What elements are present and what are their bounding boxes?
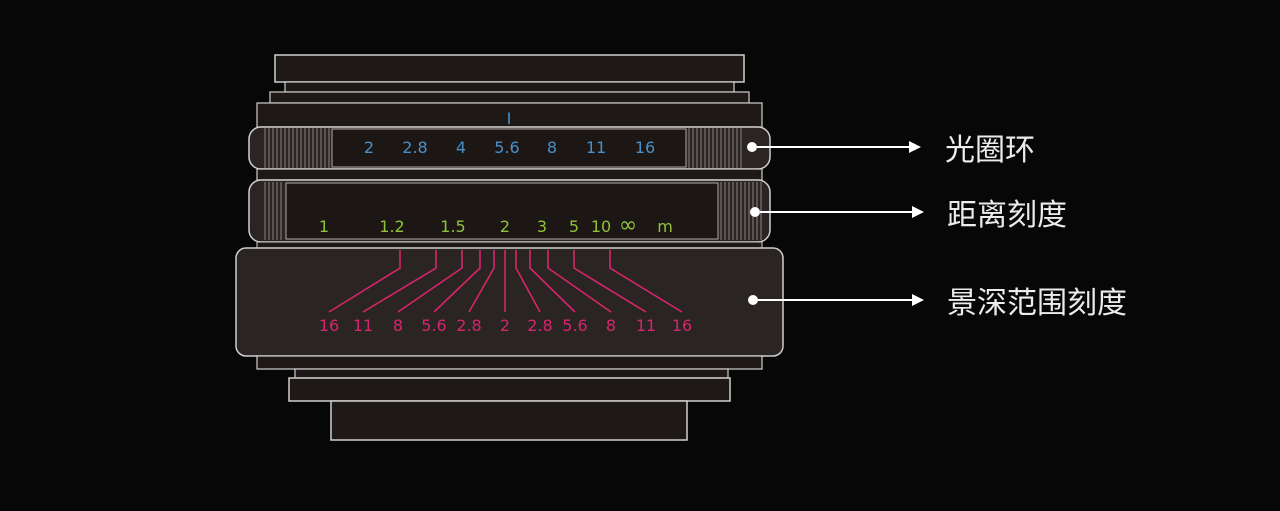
dof-connector-line bbox=[362, 250, 437, 313]
callout-aperture: 光圈环 bbox=[747, 133, 1035, 168]
dof-panel bbox=[235, 247, 784, 357]
dof-scale: 16 11 8 5.6 2.8 2 2.8 5.6 8 11 16 bbox=[319, 316, 692, 335]
dof-value: 16 bbox=[672, 316, 692, 335]
dof-value: 2.8 bbox=[527, 316, 552, 335]
dof-connector-line bbox=[547, 250, 612, 313]
dof-connector-line bbox=[328, 250, 401, 313]
dof-value: 2.8 bbox=[456, 316, 481, 335]
distance-value: 10 bbox=[591, 217, 611, 236]
distance-value: ∞ bbox=[619, 213, 637, 238]
dof-value: 8 bbox=[393, 316, 403, 335]
aperture-ring bbox=[248, 126, 771, 170]
arrow-head-icon bbox=[912, 206, 924, 218]
aperture-value: 8 bbox=[547, 138, 557, 157]
dof-connector-line bbox=[529, 250, 576, 313]
distance-value: 1.5 bbox=[440, 217, 465, 236]
aperture-value: 11 bbox=[586, 138, 606, 157]
dof-value: 11 bbox=[636, 316, 656, 335]
arrow-head-icon bbox=[909, 141, 921, 153]
dof-value: 8 bbox=[606, 316, 616, 335]
distance-value: 1 bbox=[319, 217, 329, 236]
aperture-grip-left bbox=[264, 128, 330, 168]
aperture-value: 16 bbox=[635, 138, 655, 157]
dof-connector-line bbox=[468, 250, 495, 313]
distance-unit: m bbox=[657, 217, 673, 236]
callout-label-distance: 距离刻度 bbox=[947, 198, 1067, 233]
aperture-value: 5.6 bbox=[494, 138, 519, 157]
dof-value: 5.6 bbox=[562, 316, 587, 335]
aperture-value: 2 bbox=[364, 138, 374, 157]
dof-connector-line bbox=[397, 250, 463, 313]
distance-scale: 1 1.2 1.5 2 3 5 10 ∞ m bbox=[319, 213, 673, 238]
aperture-grip-right bbox=[687, 128, 743, 168]
arrow-head-icon bbox=[912, 294, 924, 306]
dof-connector-line bbox=[609, 250, 683, 313]
distance-value: 2 bbox=[500, 217, 510, 236]
distance-grip-left bbox=[262, 182, 284, 240]
callout-label-aperture: 光圈环 bbox=[945, 133, 1035, 168]
callout-dot bbox=[748, 295, 758, 305]
aperture-value: 4 bbox=[456, 138, 466, 157]
lens-barrel-top bbox=[256, 54, 763, 128]
ring-separator bbox=[256, 168, 763, 181]
callout-dot bbox=[750, 207, 760, 217]
distance-ring bbox=[248, 179, 771, 243]
aperture-value: 2.8 bbox=[402, 138, 427, 157]
distance-value: 1.2 bbox=[379, 217, 404, 236]
callout-distance: 距离刻度 bbox=[750, 198, 1067, 233]
lens-barrel-bottom bbox=[256, 355, 763, 441]
dof-value: 16 bbox=[319, 316, 339, 335]
dof-connector-line bbox=[433, 250, 481, 313]
dof-connector-line bbox=[573, 250, 647, 313]
callout-dot bbox=[747, 142, 757, 152]
dof-value: 11 bbox=[353, 316, 373, 335]
dof-lines bbox=[328, 250, 683, 313]
callout-dof: 景深范围刻度 bbox=[748, 286, 1127, 321]
distance-value: 5 bbox=[569, 217, 579, 236]
callout-label-dof: 景深范围刻度 bbox=[947, 286, 1127, 321]
ring-separator-2 bbox=[256, 241, 763, 249]
dof-value: 2 bbox=[500, 316, 510, 335]
dof-connector-line bbox=[515, 250, 541, 313]
aperture-scale: 2 2.8 4 5.6 8 11 16 bbox=[364, 138, 655, 157]
aperture-index-mark: I bbox=[507, 109, 512, 128]
dof-value: 5.6 bbox=[421, 316, 446, 335]
distance-value: 3 bbox=[537, 217, 547, 236]
